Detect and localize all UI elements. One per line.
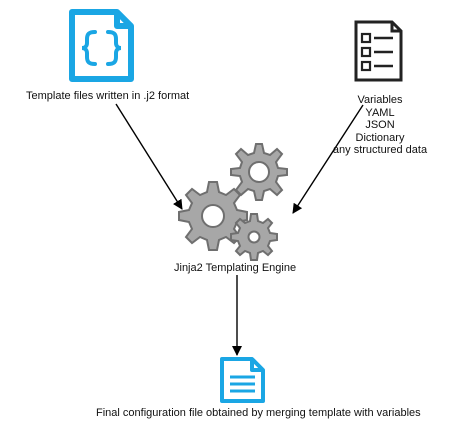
yaml-line: YAML: [365, 106, 395, 119]
variables-line: Variables: [357, 94, 403, 106]
arrow-variables-to-engine: [292, 104, 364, 214]
gears-icon: [178, 143, 288, 261]
final-file-label: Final configuration file obtained by mer…: [96, 407, 421, 419]
engine-label: Jinja2 Templating Engine: [174, 262, 297, 274]
document-file-icon: [220, 357, 265, 403]
template-files-label: Template files written in .j2 format: [26, 90, 190, 102]
arrow-template-to-engine: [115, 103, 183, 210]
dictionary-line: Dictionary: [355, 131, 405, 144]
small-gear: [230, 213, 278, 261]
variables-list: Variables YAML JSON Dictionary any struc…: [320, 94, 440, 157]
json-line: JSON: [365, 119, 395, 131]
large-gear: [230, 143, 288, 201]
curly-braces-file-icon: [69, 9, 134, 82]
left-gear: [178, 181, 248, 251]
checklist-icon: [354, 20, 403, 82]
structured-data-line: any structured data: [332, 144, 428, 156]
